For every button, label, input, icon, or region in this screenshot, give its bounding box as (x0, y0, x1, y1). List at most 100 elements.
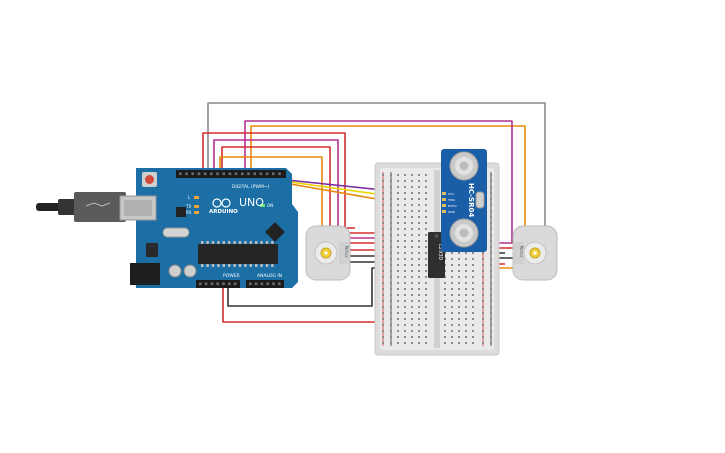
breadboard-hole (418, 240, 420, 242)
breadboard-hole (404, 240, 406, 242)
breadboard-hole (472, 342, 474, 344)
breadboard-hole (444, 342, 446, 344)
breadboard-hole (418, 342, 420, 344)
breadboard-hole (411, 318, 413, 320)
breadboard-hole (490, 240, 492, 242)
chip-leg (233, 264, 236, 267)
breadboard-hole (465, 294, 467, 296)
breadboard-hole (404, 264, 406, 266)
breadboard-hole (465, 306, 467, 308)
breadboard-hole (397, 258, 399, 260)
breadboard-hole (490, 204, 492, 206)
chip-leg (271, 264, 274, 267)
breadboard-hole (397, 198, 399, 200)
header-pin (247, 172, 250, 176)
breadboard-hole (404, 336, 406, 338)
breadboard-hole (465, 312, 467, 314)
breadboard-hole (404, 330, 406, 332)
breadboard-hole (397, 240, 399, 242)
breadboard-hole (390, 258, 392, 260)
led-on-label: ON (267, 203, 273, 208)
breadboard-hole (482, 252, 484, 254)
breadboard-hole (382, 228, 384, 230)
breadboard-hole (411, 264, 413, 266)
breadboard-hole (451, 312, 453, 314)
breadboard-hole (411, 246, 413, 248)
breadboard-hole (458, 276, 460, 278)
breadboard-hole (404, 234, 406, 236)
breadboard-hole (390, 330, 392, 332)
breadboard-hole (425, 312, 427, 314)
breadboard-hole (404, 192, 406, 194)
chip-leg (222, 241, 225, 244)
breadboard-hole (465, 318, 467, 320)
breadboard-hole (390, 270, 392, 272)
header-pin (197, 172, 201, 176)
breadboard-hole (472, 270, 474, 272)
header-pin (272, 172, 275, 176)
chip-leg (244, 264, 247, 267)
breadboard-hole (472, 324, 474, 326)
breadboard-hole (490, 234, 492, 236)
breadboard-hole (382, 252, 384, 254)
breadboard-hole (425, 300, 427, 302)
breadboard-hole (397, 234, 399, 236)
breadboard-hole (397, 216, 399, 218)
breadboard-hole (411, 312, 413, 314)
ultrasonic-sensor: HC-SR04 VCC TRIG ECHO GND (441, 149, 487, 252)
header-pin (272, 282, 275, 286)
breadboard-hole (382, 234, 384, 236)
breadboard-hole (458, 288, 460, 290)
breadboard-hole (458, 258, 460, 260)
breadboard-hole (411, 180, 413, 182)
breadboard-hole (444, 330, 446, 332)
breadboard-hole (397, 324, 399, 326)
breadboard-hole (390, 264, 392, 266)
breadboard-hole (490, 276, 492, 278)
breadboard-hole (490, 186, 492, 188)
chip-leg (244, 241, 247, 244)
breadboard-hole (458, 264, 460, 266)
breadboard-hole (411, 222, 413, 224)
breadboard-hole (444, 312, 446, 314)
breadboard-hole (418, 300, 420, 302)
breadboard-hole (490, 330, 492, 332)
breadboard-hole (465, 282, 467, 284)
breadboard-hole (411, 300, 413, 302)
atmega-chip (198, 244, 278, 264)
chip-leg (271, 241, 274, 244)
breadboard-hole (472, 300, 474, 302)
breadboard-hole (390, 318, 392, 320)
breadboard-hole (390, 210, 392, 212)
sensor-pins: VCC TRIG ECHO GND (442, 192, 457, 214)
chip-leg (228, 264, 231, 267)
breadboard-hole (490, 342, 492, 344)
breadboard-hole (451, 300, 453, 302)
breadboard-hole (411, 228, 413, 230)
breadboard-hole (418, 306, 420, 308)
breadboard-hole (404, 300, 406, 302)
breadboard-hole (465, 276, 467, 278)
breadboard-hole (390, 174, 392, 176)
breadboard-hole (390, 300, 392, 302)
led-l (194, 196, 199, 199)
motor-right: Motor (512, 225, 558, 281)
breadboard-hole (397, 252, 399, 254)
breadboard-hole (404, 270, 406, 272)
breadboard-hole (490, 180, 492, 182)
breadboard-hole (458, 300, 460, 302)
breadboard-hole (444, 288, 446, 290)
breadboard-hole (490, 264, 492, 266)
breadboard-hole (411, 240, 413, 242)
breadboard-hole (397, 228, 399, 230)
breadboard-hole (382, 258, 384, 260)
header-pin (185, 172, 188, 176)
chip-leg (255, 264, 258, 267)
breadboard-hole (404, 210, 406, 212)
breadboard-hole (411, 294, 413, 296)
chip-leg (211, 264, 215, 267)
breadboard-hole (397, 288, 399, 290)
usb-cable (36, 203, 61, 211)
breadboard-hole (490, 306, 492, 308)
breadboard-hole (425, 222, 427, 224)
